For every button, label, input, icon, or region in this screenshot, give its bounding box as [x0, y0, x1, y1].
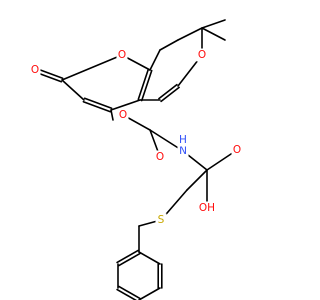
atom-label-background — [177, 133, 189, 147]
atom-s-thioether: S — [158, 214, 165, 226]
bond-27-line-0 — [118, 252, 141, 267]
atom-label-layer: O O O O O NH O OH S — [29, 48, 243, 227]
atom-label-background — [155, 213, 167, 227]
bond-32 — [138, 251, 161, 265]
atom-label-background — [117, 108, 129, 122]
bond-9-line-0 — [158, 83, 178, 100]
atom-o-lactone-ring: O — [118, 49, 126, 61]
bond-4-line-1 — [140, 69, 153, 102]
bond-3 — [110, 99, 141, 111]
atom-o-pyran-ring: O — [198, 49, 206, 61]
atom-label-background — [154, 150, 166, 164]
bond-2-line-1 — [82, 100, 112, 113]
bond-11 — [149, 49, 161, 71]
molecule-structure: O O O O O NH O OH S — [29, 19, 243, 300]
bond-4-line-0 — [137, 68, 150, 101]
atom-h-amide: H — [179, 134, 187, 146]
bond-30 — [138, 287, 161, 300]
atom-label-background — [116, 48, 128, 62]
atom-o-acid-carbonyl: O — [233, 144, 241, 156]
bond-16 — [201, 27, 226, 41]
bond-1 — [61, 79, 85, 101]
atom-n-amide: N — [179, 145, 187, 157]
atom-o-lactone-carbonyl: O — [31, 64, 39, 76]
bond-12 — [159, 39, 179, 51]
bond-27-line-1 — [116, 249, 139, 264]
atom-o-amide: O — [156, 151, 164, 163]
bond-9-line-1 — [160, 86, 180, 103]
bond-15 — [201, 19, 226, 29]
bond-23 — [186, 169, 208, 191]
bond-2-line-0 — [83, 97, 113, 110]
bond-layer — [33, 19, 238, 300]
atom-label-background — [177, 144, 189, 158]
atom-label-background — [196, 48, 208, 62]
atom-label-background — [29, 63, 41, 77]
atom-label-background — [231, 143, 243, 157]
bond-6 — [61, 54, 123, 81]
bond-7 — [110, 109, 114, 121]
atom-o-ether: O — [119, 109, 127, 121]
bond-29-line-0 — [118, 285, 141, 300]
atom-label-background — [198, 201, 216, 215]
atom-o-acid-hydroxyl: OH — [199, 202, 215, 214]
bond-13 — [177, 27, 203, 41]
